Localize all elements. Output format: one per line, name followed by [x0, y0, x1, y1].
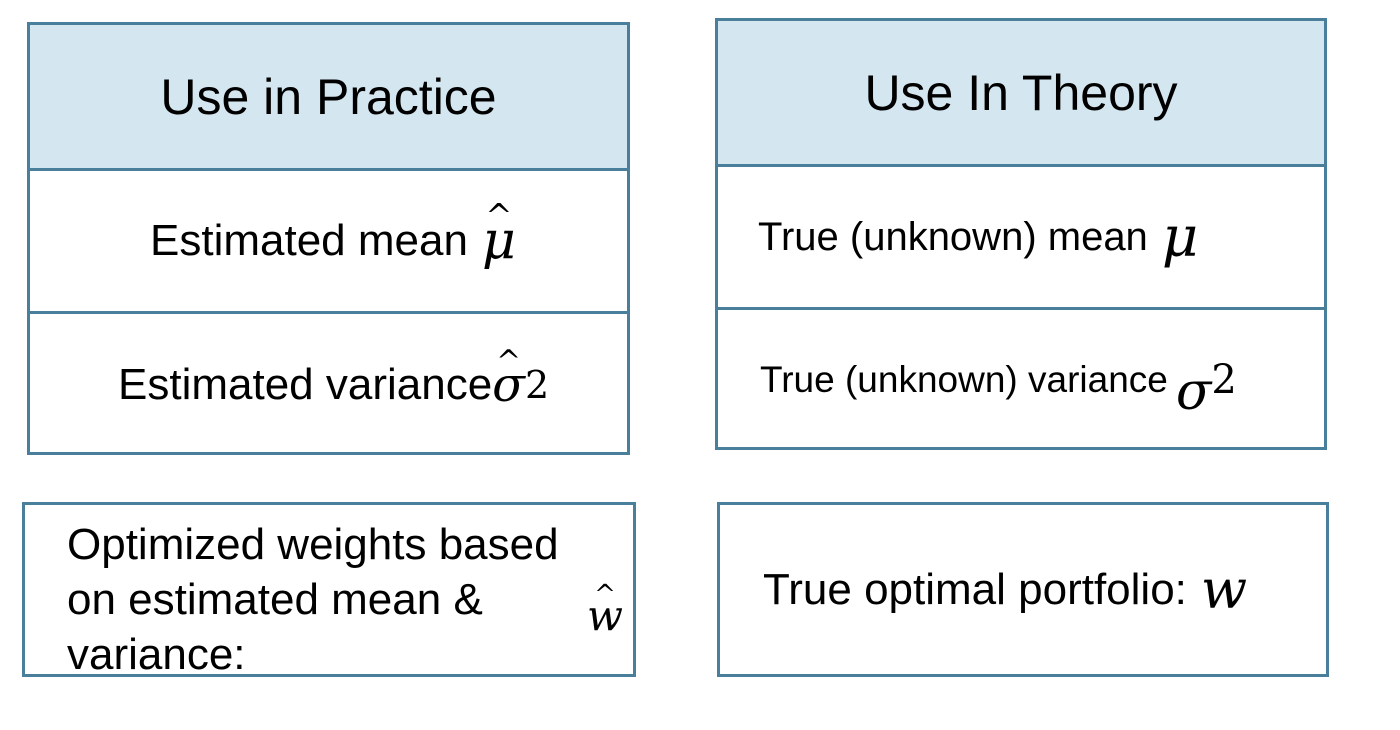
estimated-weights-line-2: on estimated mean &: [67, 575, 483, 624]
practice-header-text: Use in Practice: [160, 68, 497, 125]
sigma-hat-symbol: σ: [492, 344, 525, 412]
practice-variance-label: Estimated variance: [118, 359, 493, 409]
practice-mean-label: Estimated mean: [150, 216, 468, 265]
theory-variance-label: True (unknown) variance: [760, 359, 1168, 400]
sigma-symbol: σ: [1175, 362, 1212, 422]
true-weights-label: True optimal portfolio:: [763, 564, 1187, 614]
w-hat-symbol: w: [587, 580, 623, 640]
theory-mean-label: True (unknown) mean: [758, 214, 1148, 259]
practice-header: Use in Practice: [30, 25, 627, 168]
theory-mean-row: True (unknown) mean μ: [718, 164, 1324, 307]
estimated-weights-line-3: variance:: [67, 630, 246, 679]
estimated-weights-box: Optimized weights based on estimated mea…: [22, 502, 636, 679]
w-symbol: w: [1200, 558, 1248, 621]
practice-table: Use in Practice Estimated mean μ Estimat…: [27, 22, 630, 455]
estimated-weights-line-1: Optimized weights based: [67, 520, 559, 569]
mu-symbol: μ: [1161, 204, 1199, 270]
estimated-weights-text: Optimized weights based on estimated mea…: [67, 517, 559, 682]
true-weights-box: True optimal portfolio: w: [717, 502, 1329, 677]
practice-variance-row: Estimated variance σ2: [30, 311, 627, 455]
theory-header: Use In Theory: [718, 21, 1324, 164]
theory-table: Use In Theory True (unknown) mean μ True…: [715, 18, 1327, 450]
theory-header-text: Use In Theory: [864, 64, 1178, 121]
practice-mean-row: Estimated mean μ: [30, 168, 627, 311]
mu-hat-symbol: μ: [482, 197, 516, 271]
true-weights-row: True optimal portfolio: w: [763, 505, 1247, 674]
